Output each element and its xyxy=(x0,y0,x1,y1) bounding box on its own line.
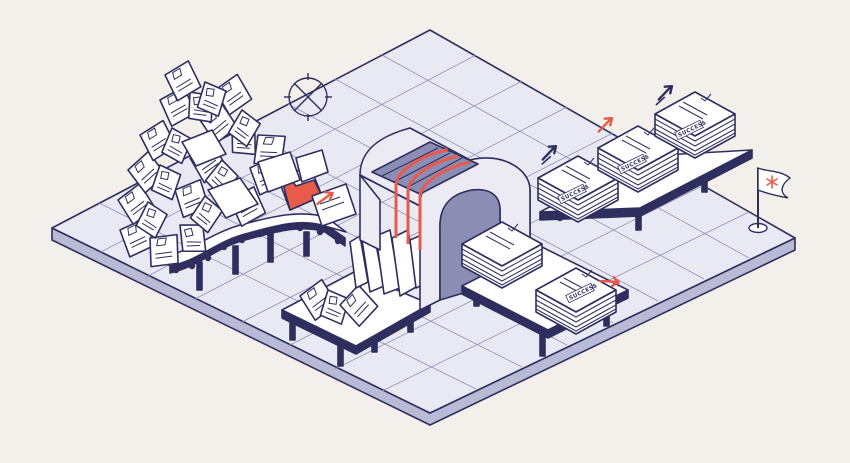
flag-icon xyxy=(748,166,792,234)
unsorted-paper-pile xyxy=(114,58,357,272)
processed-stack: SUCCESS xyxy=(537,155,619,223)
processed-stack: SUCCESS xyxy=(597,125,679,193)
processed-stack: SUCCESS xyxy=(535,267,617,335)
target-crosshair-icon xyxy=(284,73,332,121)
processing-machine xyxy=(359,127,531,311)
processed-stack: SUCCESS xyxy=(654,91,736,159)
arrow-icon xyxy=(654,83,676,106)
arrow-icon xyxy=(538,143,560,165)
machine-red-bands xyxy=(394,148,471,250)
